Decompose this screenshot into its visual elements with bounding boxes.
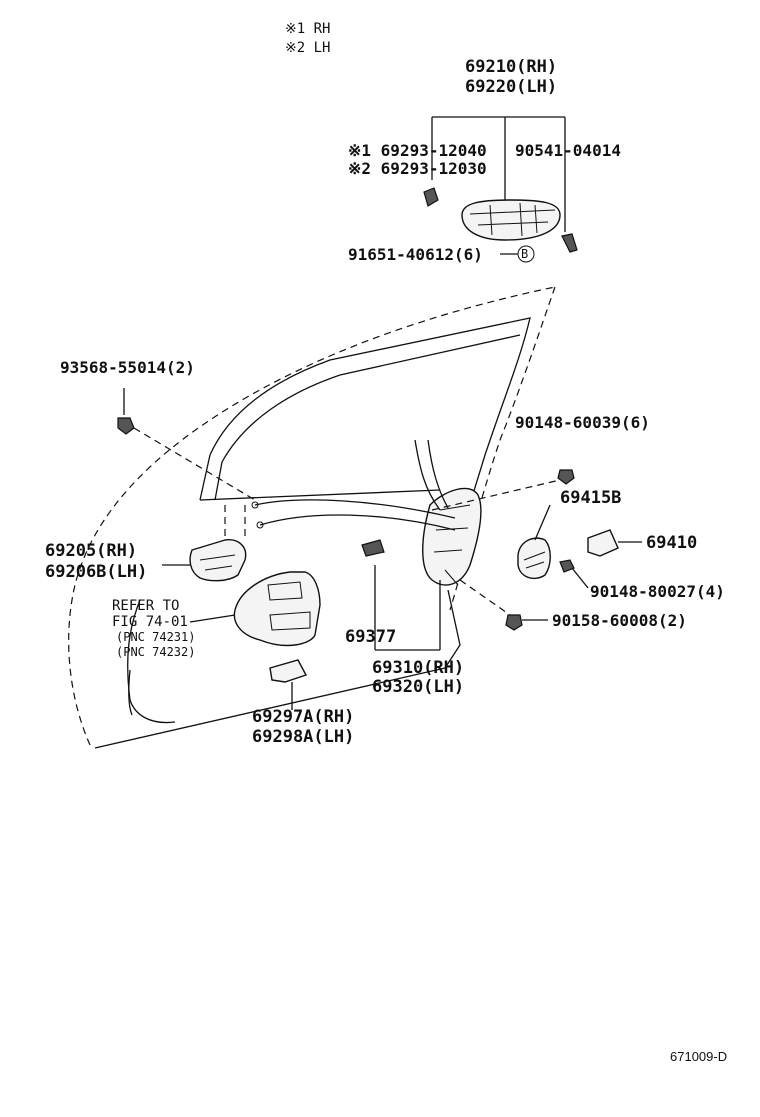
marker-b-label: B (521, 247, 528, 261)
label-lock-lh: 69320(LH) (372, 677, 464, 697)
refer-line-1: REFER TO (112, 598, 179, 614)
legend-lh: ※2 LH (285, 40, 330, 56)
label-striker-69410: 69410 (646, 533, 697, 553)
label-clip-69377: 69377 (345, 627, 396, 647)
legend-rh: ※1 RH (285, 21, 330, 37)
bezel-69297a (269, 659, 308, 710)
door-lock-assembly (251, 439, 561, 651)
inner-handle-assembly (162, 505, 247, 582)
label-rod-1: ※1 69293-12040 (348, 141, 487, 160)
outer-handle-part (461, 199, 561, 241)
screw-90158-2 (505, 614, 548, 631)
labels: ※1 RH ※2 LH 69210(RH) 69220(LH) ※1 69293… (45, 21, 727, 1064)
label-screw-90158-2: 90158-60008(2) (552, 611, 687, 630)
marker-b-circle (517, 245, 535, 263)
label-cover-69415b: 69415B (560, 488, 621, 508)
clip-69377 (361, 539, 385, 557)
rod-clip-part (423, 187, 439, 207)
switch-panel (128, 571, 321, 716)
label-screw-90148-6: 90148-60039(6) (515, 413, 650, 432)
bolt-93568 (117, 388, 256, 501)
label-bezel-lh: 69298A(LH) (252, 727, 354, 747)
label-bezel-rh: 69297A(RH) (252, 707, 354, 727)
label-inner-handle-lh: 69206B(LH) (45, 562, 147, 582)
door-outline (68, 286, 556, 749)
label-outer-handle-rh: 69210(RH) (465, 57, 557, 77)
screw-90148-6 (557, 469, 575, 485)
refer-line-4: (PNC 74232) (116, 645, 195, 659)
label-lock-rh: 69310(RH) (372, 658, 464, 678)
cover-69415b (517, 504, 551, 580)
label-rod-2: ※2 69293-12030 (348, 159, 487, 178)
label-outer-handle-lh: 69220(LH) (465, 77, 557, 97)
label-screw-90541: 90541-04014 (515, 141, 621, 160)
refer-line-2: FIG 74-01 (112, 614, 188, 630)
label-screw-90148-4: 90148-80027(4) (590, 582, 725, 601)
label-bolt-93568: 93568-55014(2) (60, 358, 195, 377)
refer-line-3: (PNC 74231) (116, 630, 195, 644)
striker-69410 (559, 529, 642, 589)
screw-part (561, 233, 578, 253)
label-inner-handle-rh: 69205(RH) (45, 541, 137, 561)
diagram-code: 671009-D (670, 1049, 727, 1064)
outer-handle-assembly (423, 116, 578, 263)
door-lock-part (422, 487, 482, 586)
label-bolt-91651: 91651-40612(6) (348, 245, 483, 264)
